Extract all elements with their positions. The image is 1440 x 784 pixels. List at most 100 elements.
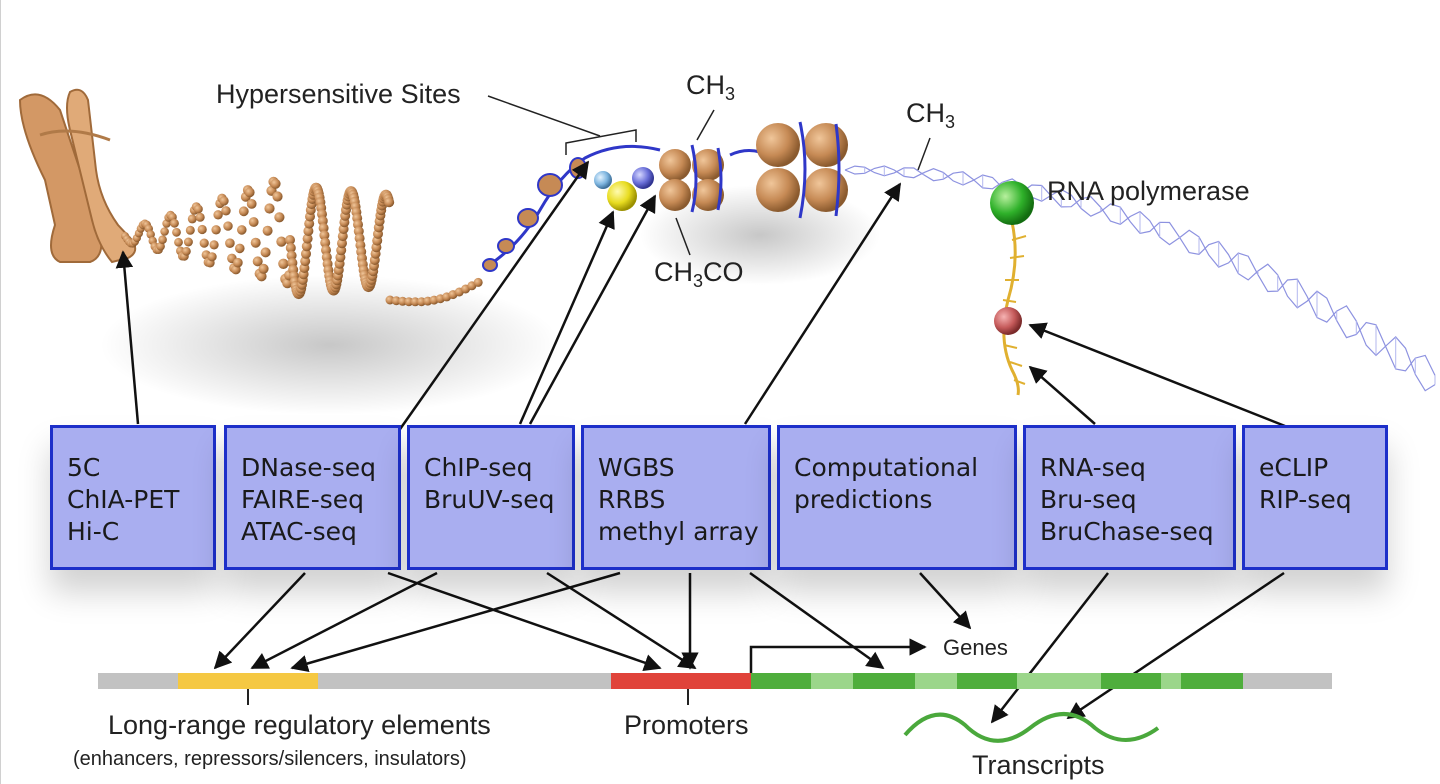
chromatin-bead — [286, 250, 297, 261]
chromatin-bead — [301, 241, 312, 252]
chromatin-bead — [187, 214, 197, 224]
assay-name: predictions — [794, 485, 933, 514]
assay-name: RNA-seq — [1040, 453, 1146, 482]
methyl-pointer — [696, 109, 715, 141]
assay-box-chromatin-interaction: 5C ChIA-PET Hi-C — [50, 425, 216, 570]
chromatin-bead — [195, 212, 205, 222]
genome-track — [98, 638, 1332, 705]
chromatin-bead — [182, 246, 191, 256]
transcript-icon — [903, 712, 1160, 743]
transcription-factor-icon — [607, 181, 637, 211]
assay-box-computational: Computational predictions — [777, 425, 1017, 570]
chromatin-shadow — [100, 275, 560, 415]
chromatin-bead — [301, 248, 311, 259]
assay-arrows-lower — [213, 571, 1285, 724]
nucleosome-icon — [756, 121, 848, 219]
assay-name: Bru-seq — [1040, 485, 1137, 514]
promoters-label: Promoters — [624, 710, 749, 740]
assay-arrows-upper — [115, 160, 1286, 433]
assay-name — [1259, 516, 1352, 548]
assay-name: Computational — [794, 453, 979, 482]
chromatin-bead — [320, 237, 331, 248]
assay-name — [794, 516, 978, 548]
chromatin-bead — [238, 206, 249, 217]
chromatin-bead — [256, 271, 267, 282]
transcription-factor-icon — [594, 171, 612, 189]
chromatin-bead — [209, 240, 219, 250]
chromatin-bead — [221, 206, 231, 216]
chromatin-bead — [207, 252, 217, 262]
chromatin-bead — [276, 236, 287, 247]
chromatin-bead — [258, 263, 269, 274]
transcription-factor-icon — [632, 167, 654, 189]
chromatin-bead — [278, 258, 289, 269]
nucleosome-icon — [659, 144, 724, 213]
transcripts-label: Transcripts — [972, 750, 1105, 780]
assay-name: BruChase-seq — [1040, 517, 1214, 546]
chromatin-bead — [235, 243, 245, 254]
assay-name — [424, 516, 555, 548]
rna-polymerase-icon — [990, 181, 1034, 225]
promoter-region — [611, 673, 751, 689]
chromatin-bead — [319, 230, 330, 241]
chromatin-bead — [244, 187, 255, 198]
chromatin-bead — [410, 297, 420, 307]
assay-name: ATAC-seq — [241, 517, 357, 546]
chromatin-bead — [264, 203, 275, 214]
chromatin-bead — [270, 178, 281, 189]
chromatin-fiber-icon — [121, 176, 483, 307]
assay-name: FAIRE-seq — [241, 485, 365, 514]
methyl-label: CH3 — [906, 98, 956, 132]
assay-name: RRBS — [598, 485, 666, 514]
chromatin-bead — [250, 237, 261, 248]
chromatin-bead — [211, 225, 221, 235]
chromatin-bead — [170, 218, 179, 228]
tss-arrow — [749, 638, 927, 673]
chromatin-bead — [404, 297, 414, 307]
chromatin-bead — [183, 237, 193, 247]
hypersensitive-sites-label: Hypersensitive Sites — [216, 79, 461, 109]
chromatin-bead — [285, 235, 295, 245]
chromatin-bead — [233, 257, 243, 268]
chromatin-bead — [384, 197, 395, 208]
chromatin-bead — [193, 204, 203, 214]
methyl-label: CH3 — [686, 70, 736, 104]
rna-binding-protein-icon — [994, 307, 1022, 335]
assay-box-accessibility: DNase-seq FAIRE-seq ATAC-seq — [224, 425, 401, 570]
long-range-sublabel: (enhancers, repressors/silencers, insula… — [73, 748, 467, 770]
dna-helix-icon — [844, 165, 1436, 392]
long-range-label: Long-range regulatory elements — [108, 710, 491, 740]
chromatin-bead — [262, 225, 273, 236]
hypersensitive-bracket — [487, 95, 637, 155]
assay-box-rna-binding: eCLIP RIP-seq — [1242, 425, 1388, 570]
regulatory-element — [178, 673, 318, 689]
frame-edge — [0, 0, 1, 784]
acetyl-pointer — [675, 217, 691, 256]
methyl-pointer — [917, 137, 931, 171]
genes-label: Genes — [943, 635, 1008, 660]
assay-name: eCLIP — [1259, 453, 1329, 482]
chromatin-bead — [213, 210, 223, 220]
assay-box-binding: ChIP-seq BruUV-seq — [407, 425, 575, 570]
chromatin-bead — [248, 217, 259, 227]
chromatin-bead — [252, 256, 263, 267]
assay-name: RIP-seq — [1259, 485, 1352, 514]
chromatin-bead — [302, 233, 313, 244]
assay-box-transcription: RNA-seq Bru-seq BruChase-seq — [1023, 425, 1236, 570]
chromatin-bead — [303, 226, 314, 236]
chromatin-bead — [473, 277, 483, 287]
chromatin-bead — [199, 238, 209, 248]
chromatin-bead — [300, 256, 311, 267]
gene-body — [751, 673, 1243, 689]
chromatin-bead — [185, 225, 195, 235]
chromatin-bead — [174, 237, 183, 247]
chromatin-bead — [272, 191, 283, 202]
chromatin-bead — [223, 221, 233, 231]
chromatin-bead — [274, 212, 285, 223]
chromatin-bead — [160, 227, 169, 236]
assay-name: 5C — [67, 453, 101, 482]
assay-name: ChIP-seq — [424, 453, 533, 482]
assay-name: BruUV-seq — [424, 485, 555, 514]
acetyl-label: CH3CO — [654, 257, 744, 291]
chromatin-bead — [156, 242, 165, 251]
